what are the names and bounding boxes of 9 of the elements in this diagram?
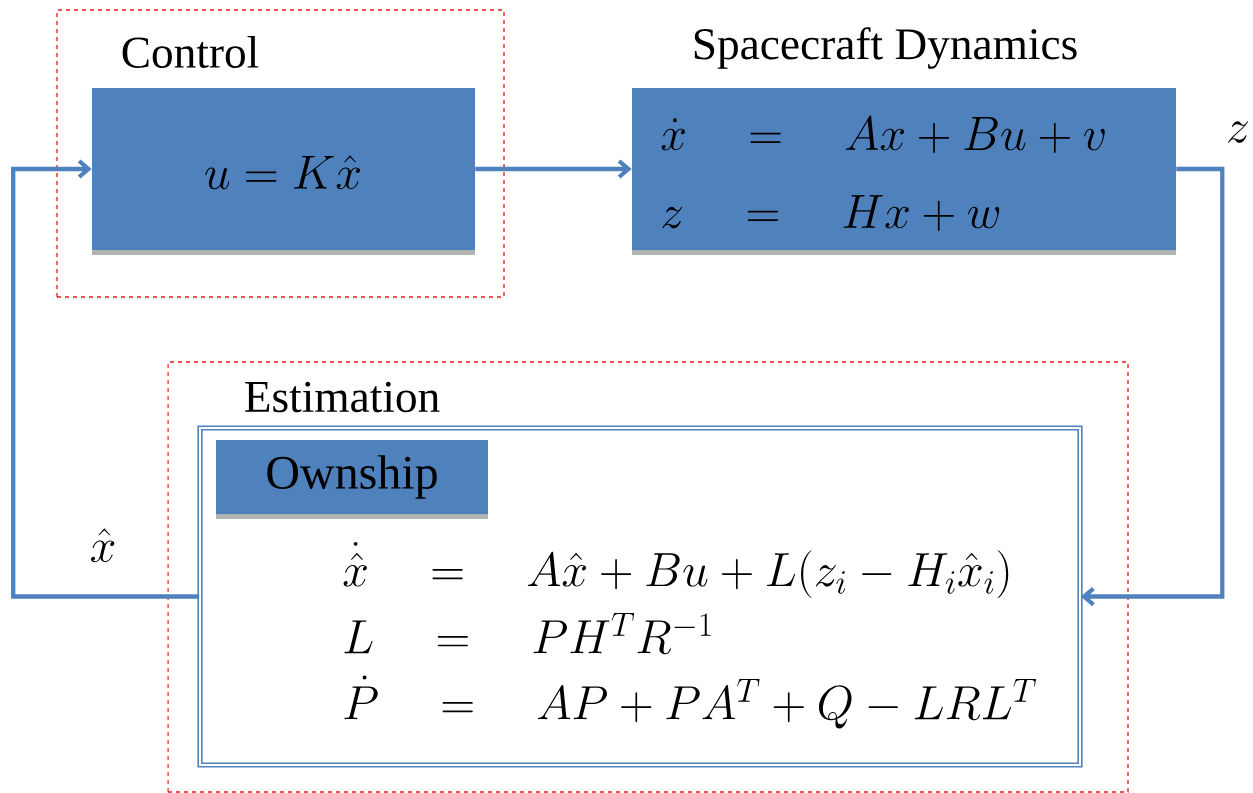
edge-label: $z$	[1228, 121, 1249, 143]
edge-label: $\hat{x}$	[91, 528, 115, 563]
control-block: $u = K\hat{x}$	[92, 88, 475, 255]
arrow	[475, 159, 632, 179]
dynamics-block: Spacecraft Dynamics $\dot{x} \quad = \quad Ax + Bu + v$ $z \quad = \quad Hx + w$	[632, 27, 1176, 255]
arrow	[1080, 166, 1225, 607]
node-label: Spacecraft Dynamics	[694, 27, 1077, 69]
ownship-tab: Ownship	[216, 440, 488, 519]
arrow	[11, 159, 200, 599]
